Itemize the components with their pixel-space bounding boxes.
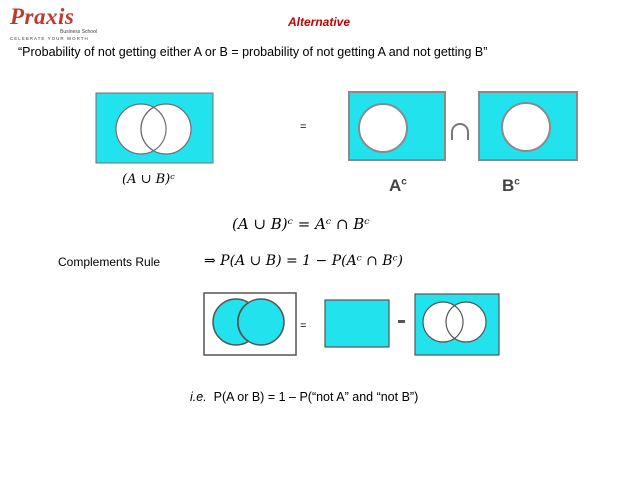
venn-b-complement: [478, 91, 578, 161]
label-a-complement: Ac: [389, 176, 407, 195]
logo-subtitle: Business School: [60, 29, 97, 35]
de-morgan-identity: (A ∪ B)ᶜ = Aᶜ ∩ Bᶜ: [232, 215, 370, 233]
venn-a-union-b-complement: [95, 92, 214, 164]
statement-text: “Probability of not getting either A or …: [18, 45, 488, 59]
venn-a-complement: [348, 91, 446, 161]
venn-complement-small: [414, 293, 500, 356]
label-a-union-b-complement: (A ∪ B)ᶜ: [122, 172, 175, 187]
equals-sign-top: =: [300, 121, 307, 133]
minus-sign: [398, 320, 405, 323]
universe-shaded: [324, 299, 390, 348]
slide-title: Alternative: [287, 15, 351, 29]
label-b-complement: Bc: [502, 176, 520, 195]
venn-a-union-b: [203, 292, 297, 356]
logo-tagline: CELEBRATE YOUR WORTH: [10, 36, 89, 41]
logo-wordmark: Praxis: [10, 4, 75, 29]
ie-statement: i.e. P(A or B) = 1 – P(“not A” and “not …: [190, 390, 419, 404]
praxis-logo: Praxis Business School CELEBRATE YOUR WO…: [2, 2, 97, 44]
complements-rule-formula: ⇒ P(A ∪ B) = 1 − P(Aᶜ ∩ Bᶜ): [204, 253, 403, 269]
equals-sign-bottom: =: [300, 320, 307, 332]
intersection-symbol: [451, 123, 469, 140]
complements-rule-label: Complements Rule: [58, 255, 161, 269]
